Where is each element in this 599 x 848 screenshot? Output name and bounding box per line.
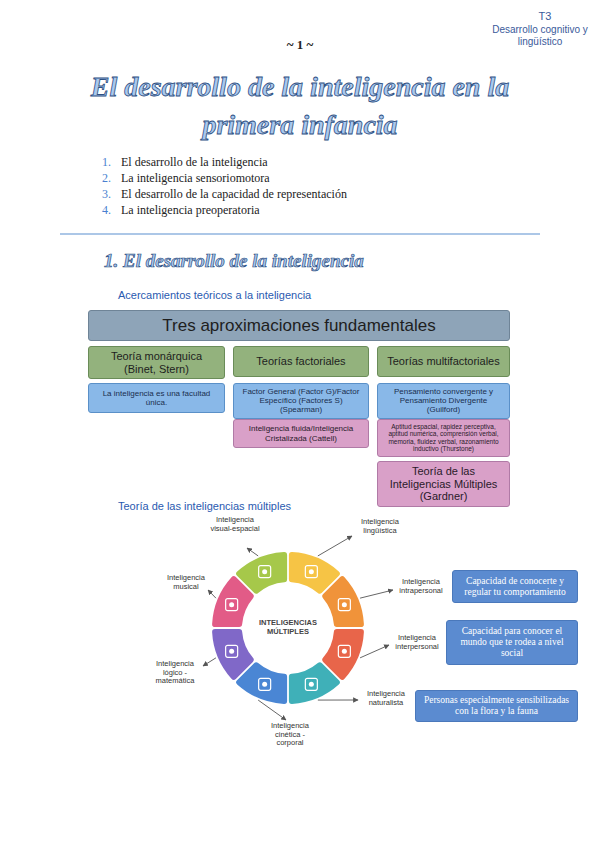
node-text: Tres aproximaciones fundamentales [162,316,435,336]
theory-box: Aptitud espacial, rapidez perceptiva, ap… [377,419,510,457]
subheading: Acercamientos teóricos a la inteligencia [118,289,478,302]
leader-arrow [258,700,286,720]
list-number: 3. [102,188,118,202]
topic-name: Desarrollo cognitivo y lingüístico [488,24,592,47]
topic-code: T3 [505,10,585,23]
node-text: Capacidad para conocer el mundo que te r… [452,626,572,659]
category-box: Teorías factoriales [233,346,369,377]
node-text: Teoría de las Inteligencias Múltiples (G… [383,465,504,503]
list-item: El desarrollo de la inteligencia [121,156,521,170]
divider-line [60,233,540,234]
leader-arrow [360,645,389,658]
node-text: Capacidad de conocerte y regular tu comp… [458,576,572,598]
piece-icon [305,678,317,690]
leader-arrow [203,658,216,666]
node-text: Aptitud espacial, rapidez perceptiva, ap… [383,423,504,453]
piece-icon [338,645,350,657]
intelligence-label: Inteligencia lógico -matemática [150,660,200,686]
category-box: Teorías multifactoriales [377,346,510,377]
list-number: 1. [102,156,118,170]
puzzle-ring [212,552,364,704]
theory-box: Factor General (Factor G)/Factor Específ… [233,383,369,419]
node-text: Teorías multifactoriales [387,355,500,368]
intelligence-label: Inteligencia visual-espacial [210,516,260,533]
page-title: El desarrollo de la inteligencia en la p… [80,68,520,144]
list-item: El desarrollo de la capacidad de represe… [121,188,521,202]
category-box: Teoría monárquica (Binet, Stern) [88,346,225,379]
piece-icon [226,645,238,657]
leader-arrow [208,590,216,598]
node-text: Teorías factoriales [256,355,345,368]
leader-arrow [318,536,352,556]
piece-icon [338,599,350,611]
section-heading: 1. El desarrollo de la inteligencia [104,250,484,272]
header-band: Tres aproximaciones fundamentales [88,310,510,341]
leader-arrow [360,590,393,598]
center-circle: INTELIGENCIAS MÚLTIPLES [243,583,333,673]
node-text: Factor General (Factor G)/Factor Específ… [239,387,363,415]
theory-box: La inteligencia es una facultad única. [88,383,225,413]
node-text: La inteligencia es una facultad única. [94,389,219,407]
intelligence-label: Inteligencia intrapersonal [396,578,446,595]
intelligence-label: Inteligencia lingüística [354,518,406,535]
list-number: 2. [102,172,118,186]
leader-arrow [247,548,258,556]
theory-box: Teoría de las Inteligencias Múltiples (G… [377,461,510,507]
list-item: La inteligencia preoperatoria [121,204,521,218]
definition-box: Personas especialmente sensibilizadas co… [415,690,578,722]
theory-box: Inteligencia fluida/Inteligencia Cristal… [233,419,369,448]
piece-icon [305,566,317,578]
node-text: Teoría monárquica (Binet, Stern) [94,350,219,375]
node-text: Inteligencia fluida/Inteligencia Cristal… [239,424,363,442]
theory-box: Pensamiento convergente y Pensamiento Di… [377,383,510,419]
intelligence-label: Inteligencia cinética - corporal [262,722,318,748]
leader-arrow [318,700,358,701]
definition-box: Capacidad de conocerte y regular tu comp… [452,570,578,603]
node-text: Pensamiento convergente y Pensamiento Di… [383,387,504,415]
intelligence-label: Inteligencia musical [166,574,206,591]
page-number: ~ 1 ~ [270,38,330,53]
intelligence-label: Inteligencia naturalista [361,690,411,707]
definition-box: Capacidad para conocer el mundo que te r… [446,620,578,665]
intelligence-label: Inteligencia interpersonal [392,634,442,651]
piece-icon [259,678,271,690]
node-text: INTELIGENCIAS MÚLTIPLES [249,619,327,636]
list-item: La inteligencia sensoriomotora [121,172,521,186]
list-number: 4. [102,204,118,218]
piece-icon [226,599,238,611]
piece-icon [259,566,271,578]
node-text: Personas especialmente sensibilizadas co… [421,695,572,717]
